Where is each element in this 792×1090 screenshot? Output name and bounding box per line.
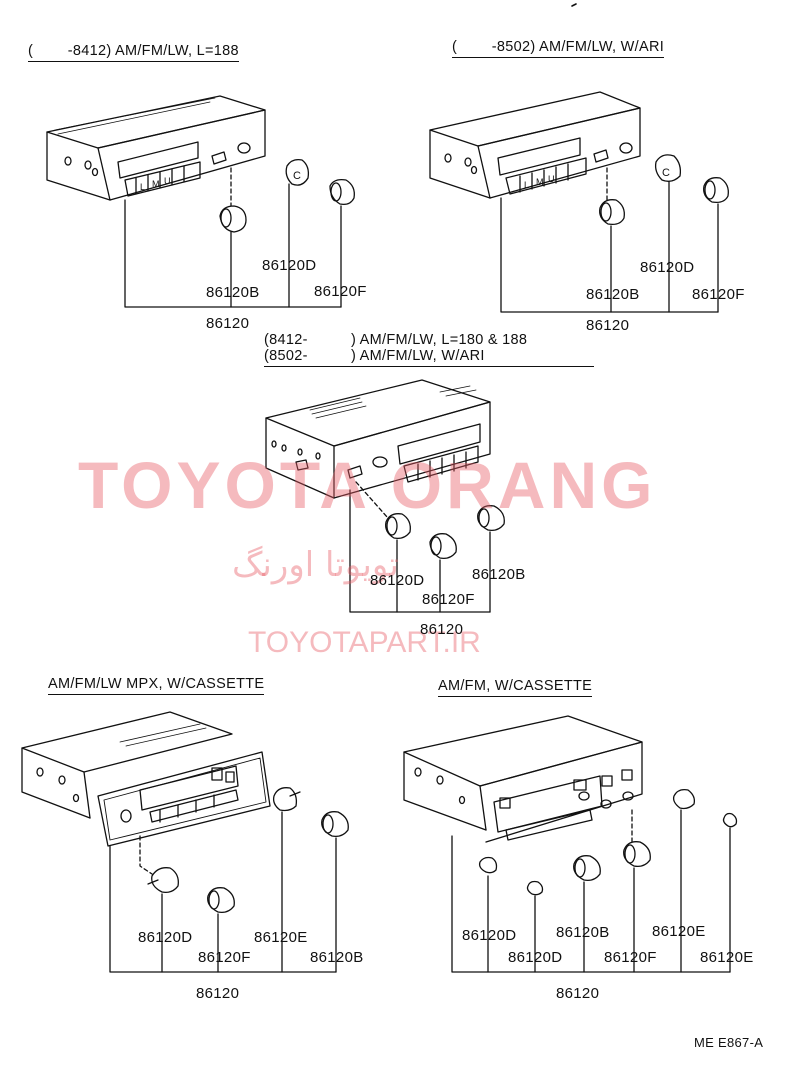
part-label: 86120B [206, 284, 260, 301]
knob-tl-f [329, 178, 355, 206]
radio-unit-top-right: L M U [429, 91, 641, 199]
svg-text:M: M [152, 179, 160, 189]
svg-text:U: U [164, 176, 171, 186]
svg-text:C: C [293, 170, 301, 182]
knob-tl-b [219, 205, 247, 233]
svg-text:L: L [140, 182, 145, 192]
radio-unit-middle [265, 379, 491, 499]
knob-br-e1 [672, 788, 696, 810]
watermark-main: TOYOTA ORANG [78, 448, 657, 522]
part-label: 86120D [640, 259, 695, 276]
knob-m-d [385, 513, 411, 540]
part-label: 86120F [314, 283, 367, 300]
knob-bl-b [321, 811, 349, 838]
part-label: 86120F [198, 949, 251, 966]
knob-tr-d: C [654, 154, 682, 182]
knob-tr-f [703, 177, 729, 204]
knob-br-d1 [478, 856, 498, 874]
svg-text:M: M [536, 177, 544, 187]
part-label: 86120E [700, 949, 754, 966]
section-header-middle-1: (8412- ) AM/FM/LW, L=180 & 188 [264, 332, 528, 348]
watermark-url: TOYOTAPART.IR [248, 626, 481, 659]
part-label: 86120 [196, 985, 240, 1002]
part-label: 86120D [138, 929, 193, 946]
svg-text:L: L [524, 180, 529, 190]
part-label: 86120B [310, 949, 364, 966]
section-header-bottom-right: AM/FM, W/CASSETTE [438, 679, 593, 697]
part-label: 86120D [262, 257, 317, 274]
part-label: 86120 [586, 317, 630, 334]
diagram-code: ME E867-A [694, 1035, 764, 1050]
part-label: 86120B [586, 286, 640, 303]
part-label: 86120B [472, 566, 526, 583]
knob-br-f [623, 841, 651, 868]
knob-bl-f [207, 887, 235, 914]
cassette-unit-bottom-right [403, 715, 643, 843]
part-label: 86120F [422, 591, 475, 608]
section-header-bottom-left: AM/FM/LW MPX, W/CASSETTE [48, 677, 265, 695]
part-label: 86120 [206, 315, 250, 332]
section-header-middle-2: (8502- ) AM/FM/LW, W/ARI [264, 349, 594, 367]
knob-m-b [477, 505, 505, 532]
watermark-farsi: تویوتا اورنگ [232, 545, 399, 585]
part-label: 86120E [652, 923, 706, 940]
leader-lines-top-left [124, 167, 342, 308]
radio-unit-top-left: L M U [46, 95, 266, 201]
part-label: 86120F [692, 286, 745, 303]
knob-m-f [429, 533, 457, 560]
leader-lines-middle [349, 481, 491, 613]
knob-bl-e [272, 787, 301, 812]
part-label: 86120E [254, 929, 308, 946]
leader-lines-bottom-left [109, 811, 337, 973]
cassette-unit-bottom-left [21, 711, 271, 847]
knob-tr-b [599, 199, 625, 226]
part-label: 86120F [604, 949, 657, 966]
section-header-top-left: ( -8412) AM/FM/LW, L=188 [28, 44, 239, 62]
knob-br-d2 [526, 880, 544, 896]
knob-bl-d [147, 867, 179, 894]
knob-br-b [573, 855, 601, 882]
leader-lines-bottom-right [451, 809, 731, 973]
part-label: 86120D [508, 949, 563, 966]
part-label: 86120B [556, 924, 610, 941]
part-label: 86120D [462, 927, 517, 944]
knob-br-e2 [722, 812, 738, 828]
leader-lines-top-right [500, 167, 719, 313]
corner-mark [571, 3, 577, 7]
part-label: 86120D [370, 572, 425, 589]
svg-text:C: C [662, 167, 670, 179]
svg-text:U: U [548, 174, 555, 184]
part-label: 86120 [420, 621, 464, 638]
section-header-top-right: ( -8502) AM/FM/LW, W/ARI [452, 40, 665, 58]
knob-tl-d: C [285, 158, 310, 186]
part-label: 86120 [556, 985, 600, 1002]
